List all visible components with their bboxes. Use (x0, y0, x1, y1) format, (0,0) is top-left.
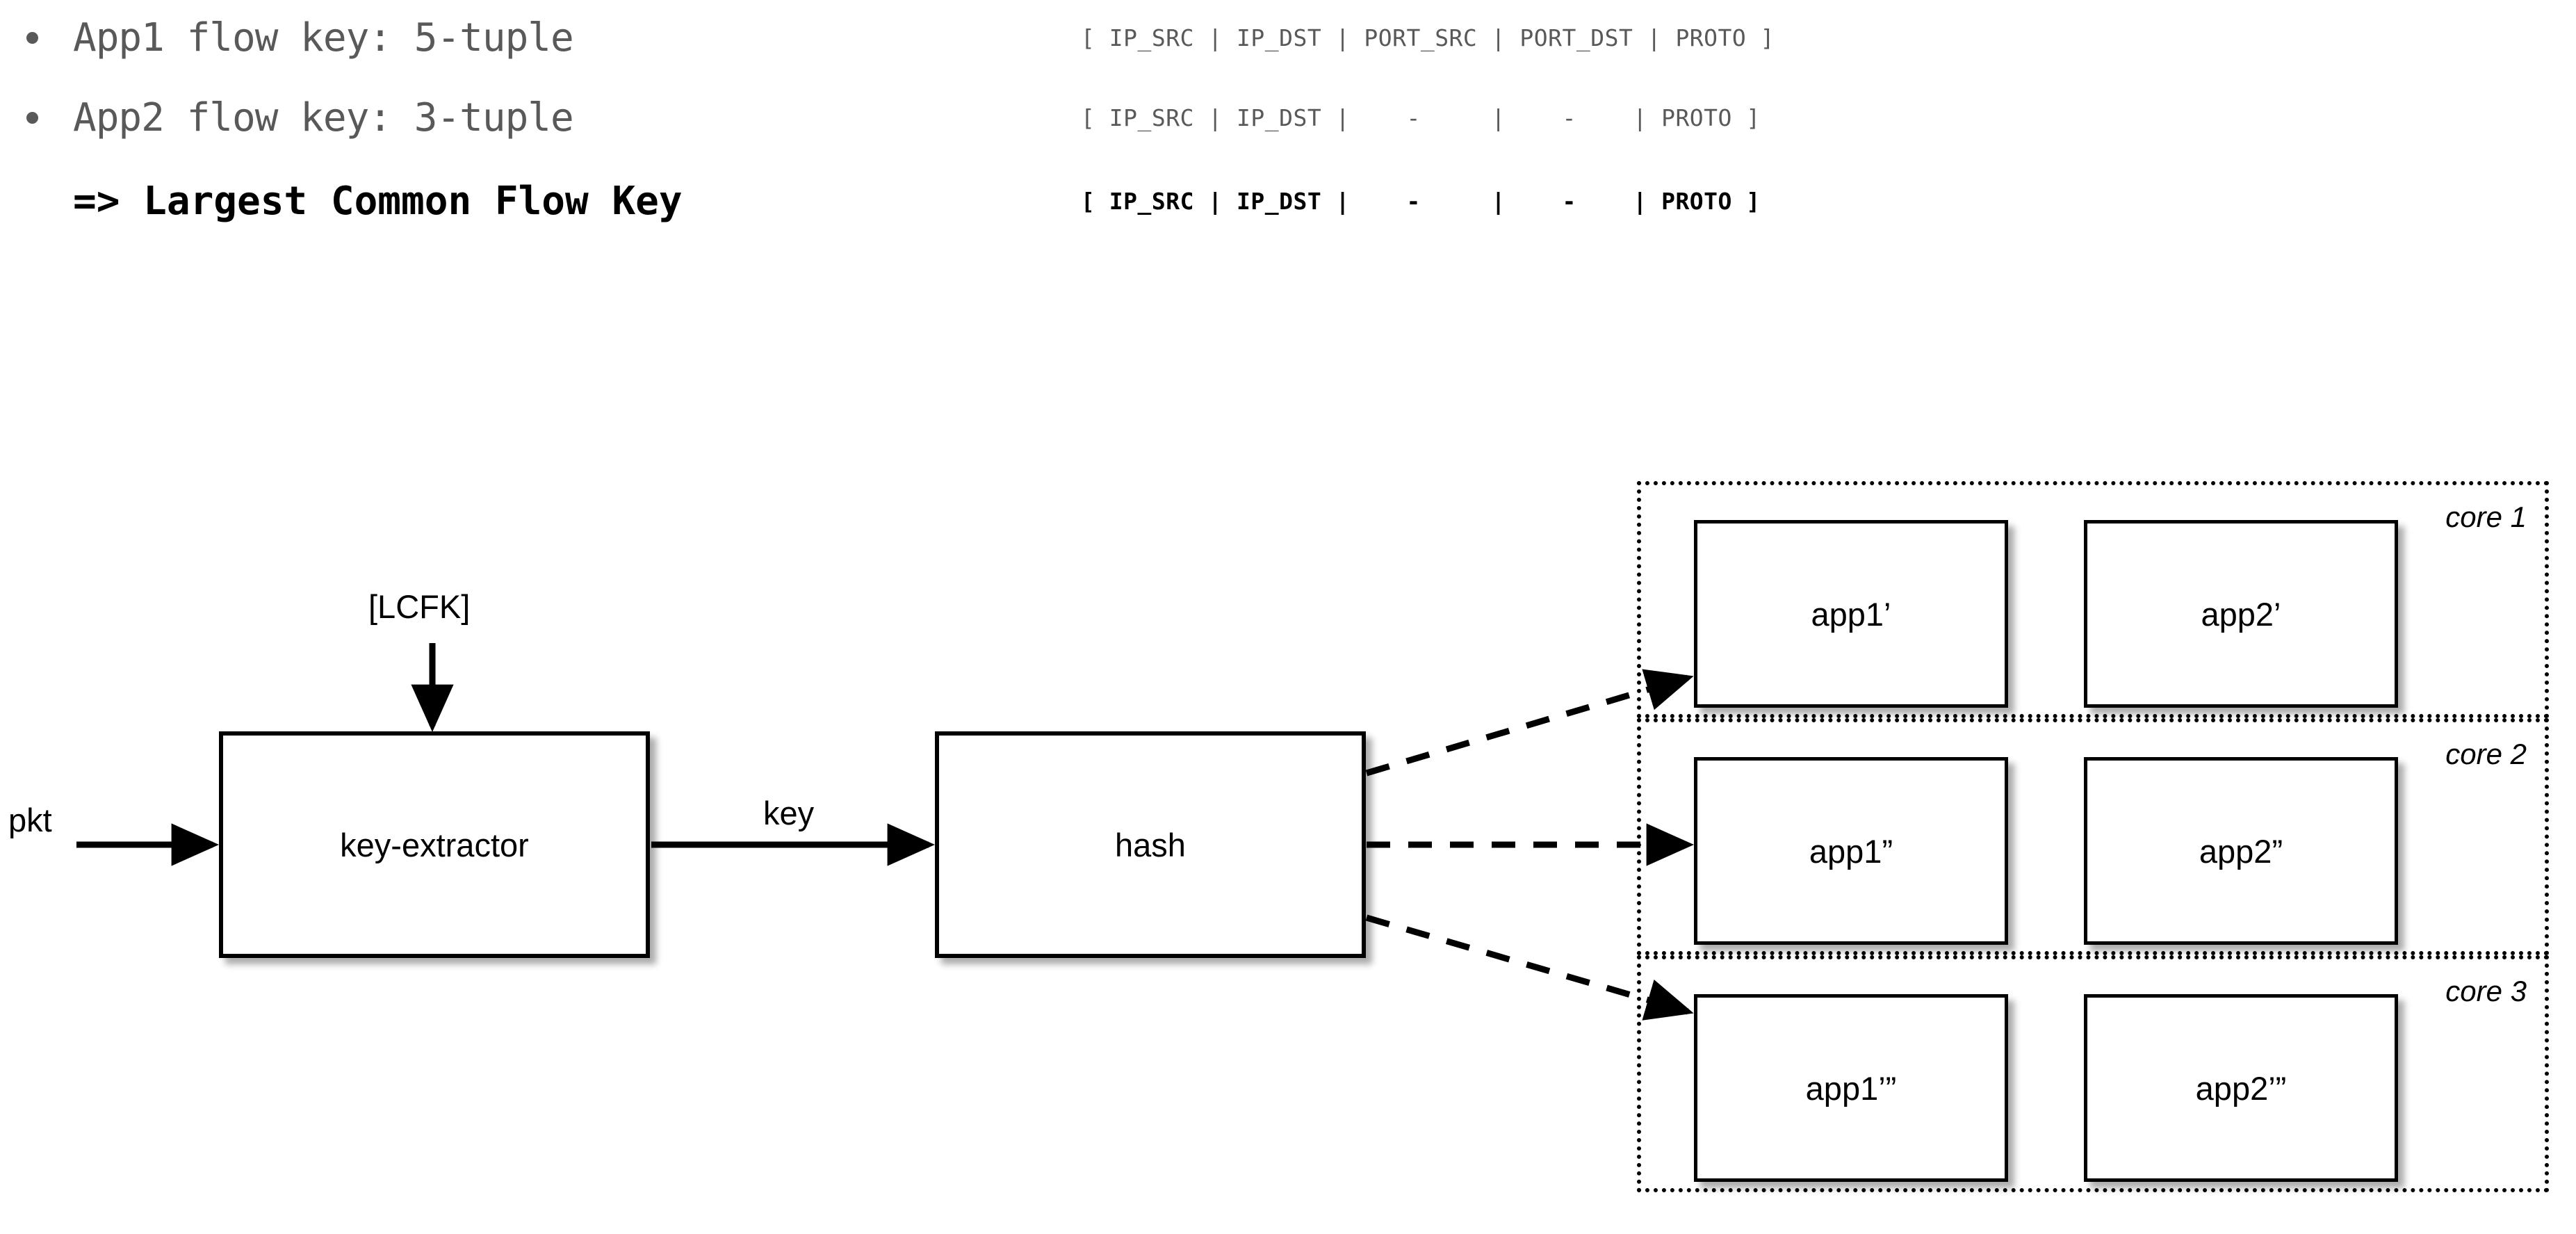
box-key-extractor[interactable]: key-extractor (219, 731, 650, 958)
app-box-core3-app2[interactable]: app2’” (2084, 994, 2398, 1182)
app-box-core1-app1[interactable]: app1’ (1694, 520, 2008, 708)
bullet-row-lcfk: => Largest Common Flow Key [ IP_SRC | IP… (0, 177, 2576, 226)
bullet-label-lcfk: => Largest Common Flow Key (73, 179, 683, 224)
bullet-row-app2: App2 flow key: 3-tuple [ IP_SRC | IP_DST… (0, 94, 2576, 143)
app-box-core1-app2[interactable]: app2’ (2084, 520, 2398, 708)
label-pkt: pkt (8, 802, 52, 838)
box-key-extractor-label: key-extractor (340, 826, 529, 863)
bullet-label-app2: App2 flow key: 3-tuple (73, 95, 574, 140)
app-box-core2-app1[interactable]: app1” (1694, 757, 2008, 945)
flow-key-tuple-app1: [ IP_SRC | IP_DST | PORT_SRC | PORT_DST … (1081, 24, 1775, 51)
app-box-core1-app1-label: app1’ (1811, 595, 1891, 633)
box-hash[interactable]: hash (935, 731, 1366, 958)
label-key: key (763, 795, 815, 831)
app-box-core3-app2-label: app2’” (2195, 1069, 2287, 1107)
core-label-3: core 3 (2445, 975, 2527, 1007)
app-box-core1-app2-label: app2’ (2201, 595, 2281, 633)
flow-key-tuple-app2: [ IP_SRC | IP_DST | - | - | PROTO ] (1081, 104, 1761, 131)
app-box-core2-app1-label: app1” (1809, 832, 1893, 870)
bullet-marker-icon (26, 32, 38, 44)
app-box-core3-app1-label: app1’” (1805, 1069, 1897, 1107)
bullet-row-app1: App1 flow key: 5-tuple [ IP_SRC | IP_DST… (0, 14, 2576, 63)
box-hash-label: hash (1115, 826, 1186, 863)
label-lcfk: [LCFK] (368, 588, 471, 625)
flow-key-tuple-lcfk: [ IP_SRC | IP_DST | - | - | PROTO ] (1081, 188, 1761, 215)
app-box-core2-app2-label: app2” (2199, 832, 2283, 870)
core-label-1: core 1 (2445, 501, 2527, 533)
core-group-1: core 1 app1’ app2’ (1637, 481, 2549, 718)
bullet-label-app1: App1 flow key: 5-tuple (73, 15, 574, 60)
bullet-marker-icon (26, 112, 38, 124)
core-label-2: core 2 (2445, 738, 2527, 770)
app-box-core3-app1[interactable]: app1’” (1694, 994, 2008, 1182)
core-group-2: core 2 app1” app2” (1637, 718, 2549, 955)
app-box-core2-app2[interactable]: app2” (2084, 757, 2398, 945)
core-group-3: core 3 app1’” app2’” (1637, 955, 2549, 1192)
